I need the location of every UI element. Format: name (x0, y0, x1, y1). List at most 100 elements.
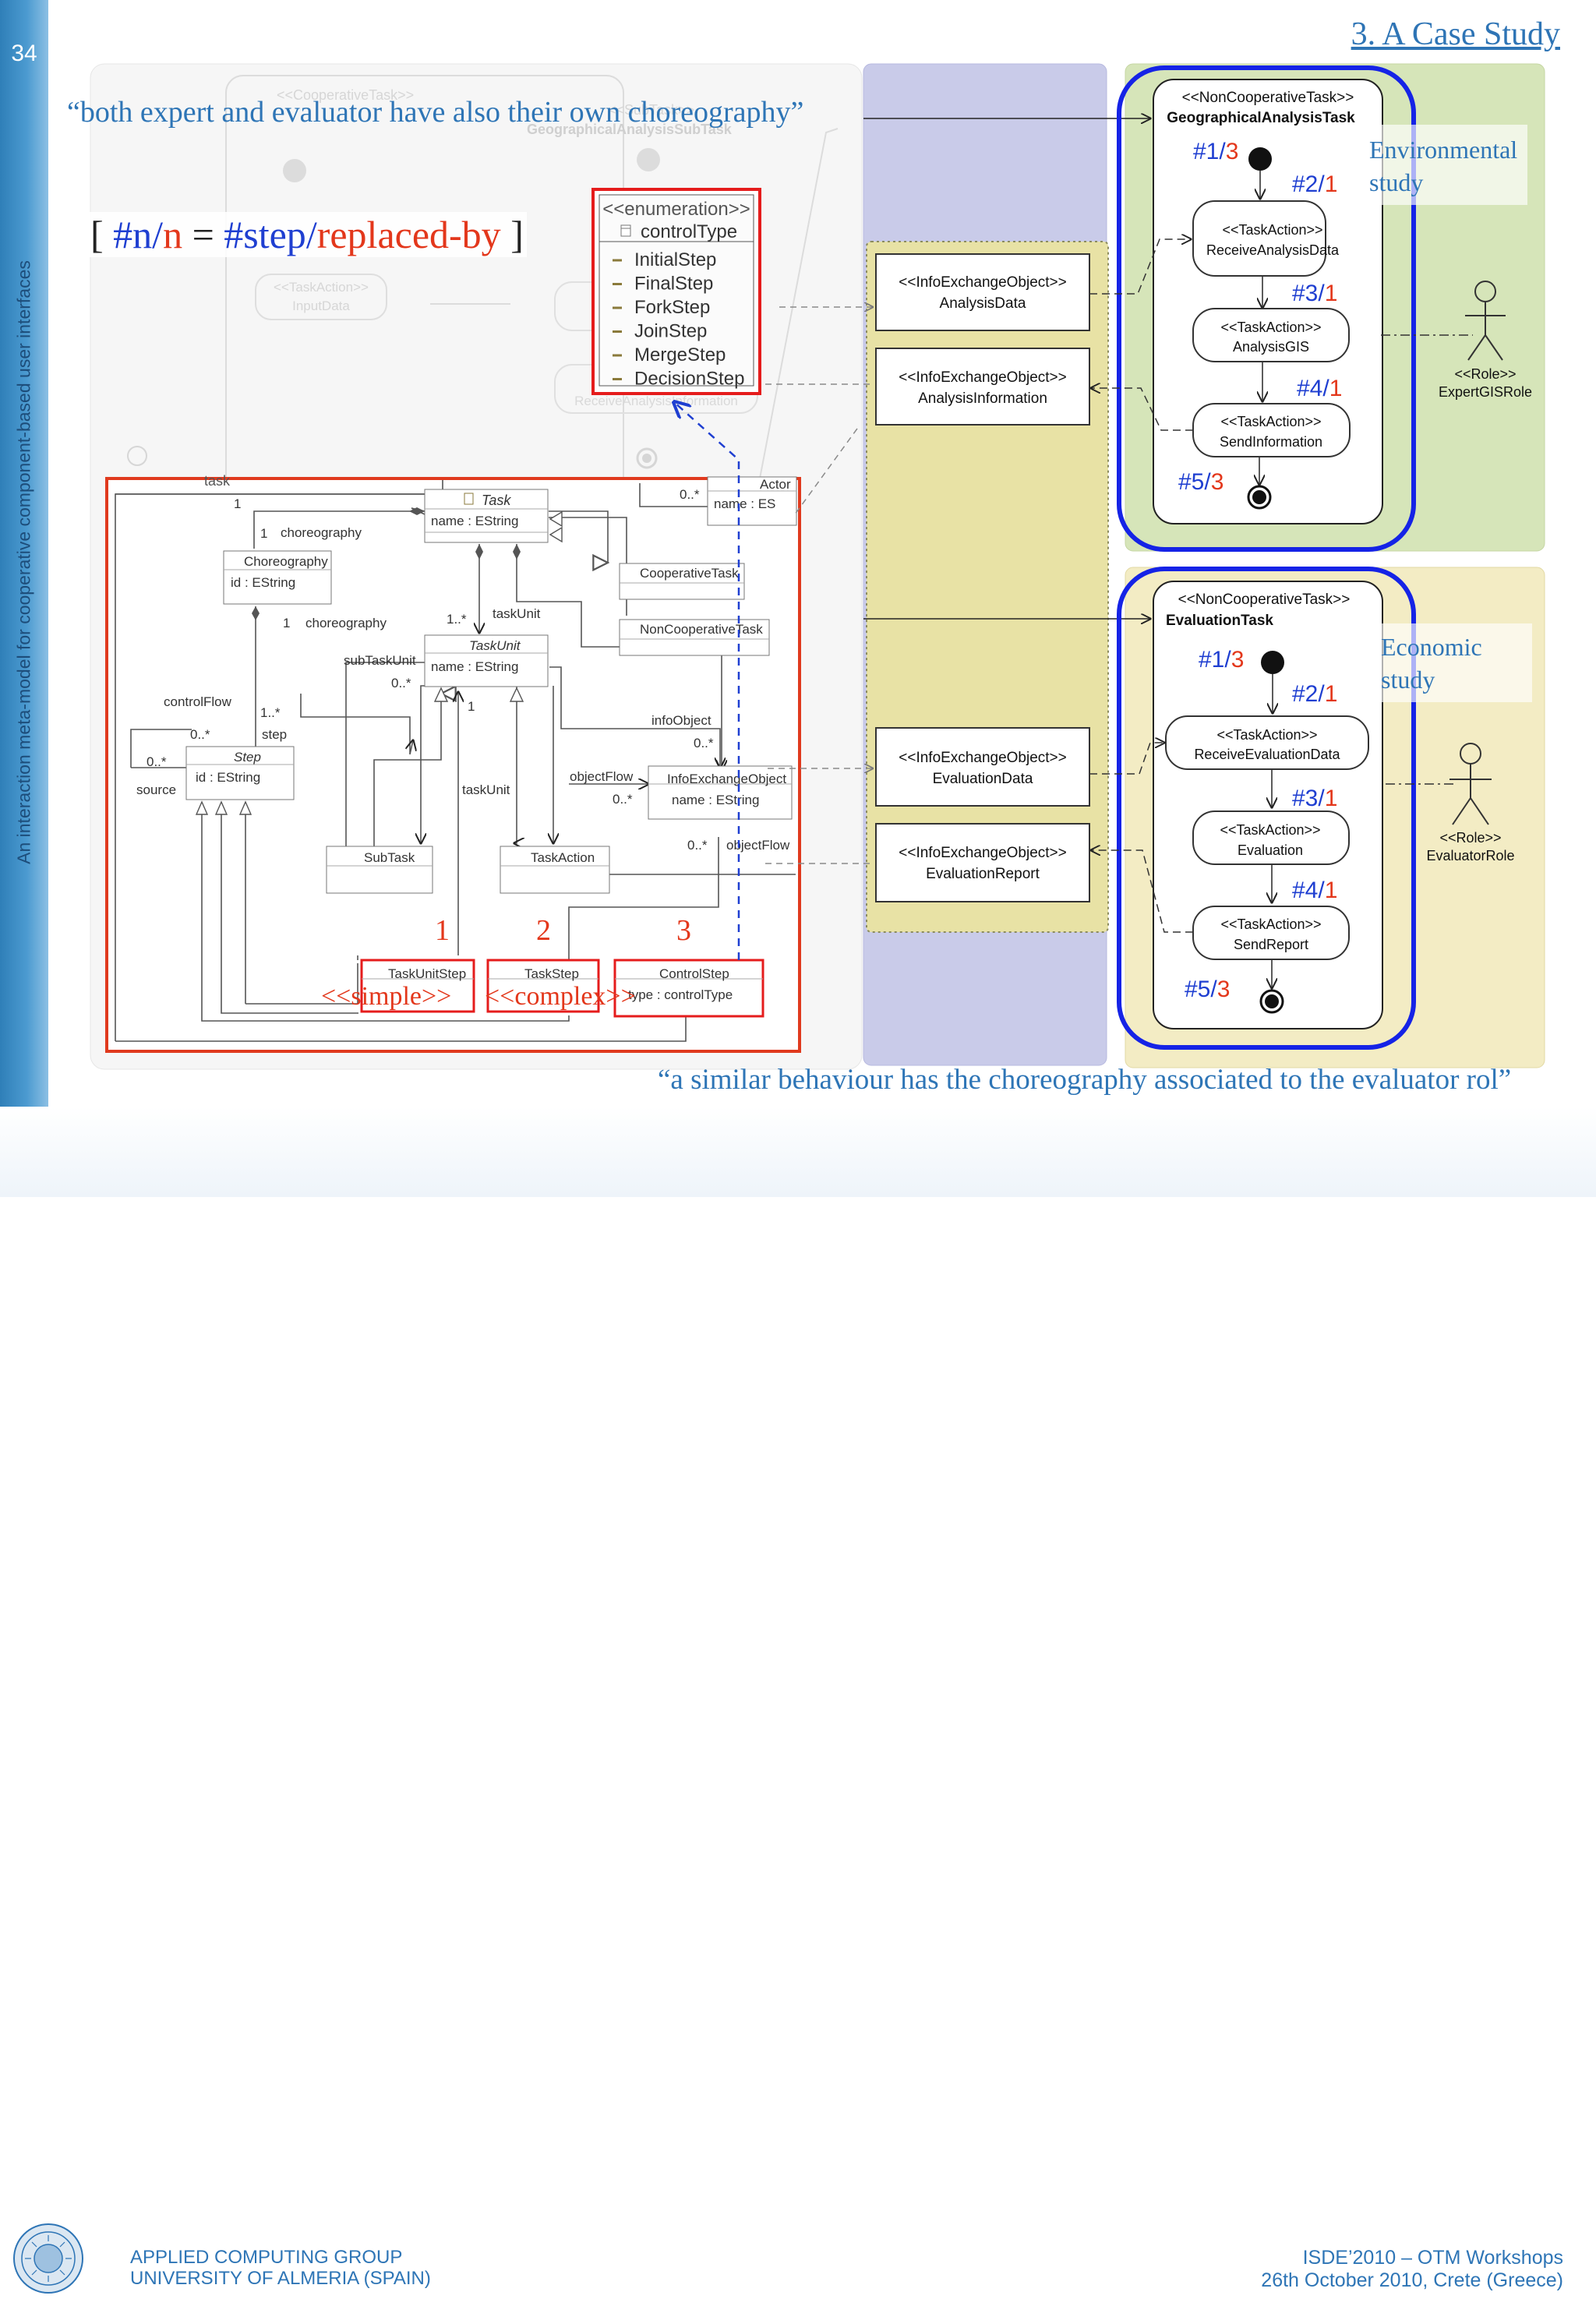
footer: APPLIED COMPUTING GROUP UNIVERSITY OF AL… (0, 1107, 1596, 2294)
label-zero-many-cf2: 0..* (147, 754, 167, 769)
footer-university: UNIVERSITY OF ALMERIA (SPAIN) (130, 2268, 431, 2289)
faded-coop-stereo: <<CooperativeTask>> (277, 87, 414, 103)
info-objects: <<InfoExchangeObject>> AnalysisData <<In… (875, 253, 1090, 902)
task-geo-study-line1: Environmental (1369, 136, 1517, 164)
geo-action-1-name: ReceiveAnalysisData (1206, 242, 1340, 258)
geo-role-stereotype: <<Role>> (1454, 366, 1516, 382)
label-one-d: 1 (468, 699, 475, 714)
number-2: 2 (536, 914, 551, 947)
slide-number: 34 (11, 41, 37, 66)
class-cooperative-task-name: CooperativeTask (640, 566, 739, 581)
faded-sub-name: GeographicalAnalysisSubTask (527, 122, 733, 137)
class-task-action: TaskAction (500, 846, 610, 894)
label-object-flow-b: objectFlow (726, 838, 790, 853)
label-one-many-tu: 1..* (447, 612, 467, 627)
eval-action-3-stereotype: <<TaskAction>> (1220, 916, 1321, 932)
class-task-unit-step-name: TaskUnitStep (388, 966, 466, 981)
label-one-b: 1 (260, 526, 267, 541)
svg-text:#4/1: #4/1 (1297, 376, 1342, 401)
university-seal-logo (13, 2223, 83, 2294)
legend-hash-n: #n (113, 213, 153, 256)
legend-bracket-open: [ (90, 213, 104, 256)
faded-input-name: InputData (292, 298, 350, 313)
footer-date-place: 26th October 2010, Crete (Greece) (1261, 2269, 1563, 2291)
faded-receive-info: ReceiveAnalysisInformation (574, 394, 738, 408)
sidebar: 34 An interaction meta-model for coopera… (0, 0, 48, 1134)
enum-literal: ForkStep (634, 297, 710, 318)
label-object-flow-a: objectFlow (570, 769, 634, 784)
legend-eq: = (192, 213, 214, 256)
class-choreography: Choreography id : EString (223, 550, 332, 605)
initial-node (1248, 147, 1272, 171)
footer-conference: ISDE’2010 – OTM Workshops (1302, 2247, 1563, 2269)
label-zero-many-actor: 0..* (680, 487, 700, 502)
svg-text:AnalysisData: AnalysisData (940, 295, 1026, 312)
enum-literal: MergeStep (634, 344, 726, 366)
number-1: 1 (435, 914, 450, 947)
eval-step-labels: #1/3 #2/1 #3/1 #4/1 #5/3 (1185, 647, 1337, 1002)
class-sub-task-name: SubTask (364, 850, 415, 865)
class-actor: Actor name : ES (707, 476, 797, 526)
task-geo-panel: <<NonCooperativeTask>> GeographicalAnaly… (1089, 65, 1532, 552)
faded-input-stereo: <<TaskAction>> (274, 280, 369, 295)
class-info-exchange-object-name: InfoExchangeObject (667, 772, 786, 786)
quote-bottom: “a similar behaviour has the choreograph… (658, 1064, 1512, 1096)
info-object-analysis-data: <<InfoExchangeObject>> AnalysisData (875, 253, 1090, 331)
label-control-flow: controlFlow (164, 694, 232, 709)
enumeration-controltype: <<enumeration>> controlType InitialStepF… (591, 188, 761, 395)
eval-role-name: EvaluatorRole (1426, 848, 1514, 863)
class-control-step: ControlStep type : controlType (613, 959, 764, 1018)
enum-icon (620, 224, 631, 237)
label-zero-many-of2: 0..* (687, 838, 708, 853)
label-zero-many-cf1: 0..* (190, 727, 210, 742)
svg-text:#1/3: #1/3 (1199, 647, 1244, 673)
class-actor-attr: name : ES (714, 496, 775, 511)
info-object-analysis-information: <<InfoExchangeObject>> AnalysisInformati… (875, 348, 1090, 426)
task-eval-study-line1: Economic (1381, 633, 1482, 661)
class-task-unit-name: TaskUnit (469, 638, 521, 653)
label-one-many-step: 1..* (260, 705, 281, 720)
label-choreography-b: choreography (305, 616, 387, 630)
task-eval-panel: <<NonCooperativeTask>> EvaluationTask Ec… (1089, 567, 1532, 1050)
eval-action-1-name: ReceiveEvaluationData (1194, 747, 1340, 762)
stereotype-complex: <<complex>> (485, 982, 636, 1011)
eval-action-1-stereotype: <<TaskAction>> (1216, 727, 1317, 743)
svg-text:#3/1: #3/1 (1292, 786, 1337, 811)
enum-literal: InitialStep (634, 249, 716, 270)
faded-dashed-links (765, 307, 873, 864)
legend-slash: / (152, 213, 164, 256)
svg-text:EvaluationData: EvaluationData (933, 771, 1033, 787)
inheritance-triangles (195, 510, 563, 815)
class-task-name: Task (482, 493, 511, 508)
task-geo-study-line2: study (1369, 168, 1423, 196)
section-title: 3. A Case Study (1351, 16, 1560, 52)
eval-action-2-name: Evaluation (1238, 842, 1303, 858)
class-task-unit-step: TaskUnitStep (360, 959, 475, 1013)
quote-top: “both expert and evaluator have also the… (67, 96, 804, 129)
legend-replaced-by: replaced-by (316, 213, 501, 256)
task-geo-stereotype: <<NonCooperativeTask>> (1182, 90, 1354, 106)
class-control-step-attr: type : controlType (628, 987, 733, 1002)
info-object-evaluation-report: <<InfoExchangeObject>> EvaluationReport (875, 823, 1090, 902)
enum-literal: FinalStep (634, 274, 713, 295)
svg-text:#3/1: #3/1 (1292, 281, 1337, 306)
enum-stereotype: <<enumeration>> (602, 199, 750, 220)
label-source: source (136, 782, 176, 797)
faded-sub-stereo: <<SubTask>> (608, 102, 694, 118)
class-step: Step id : EString (185, 746, 295, 800)
label-choreography-a: choreography (281, 525, 362, 540)
svg-text:#4/1: #4/1 (1292, 878, 1337, 903)
label-zero-many-tu: 0..* (391, 676, 411, 690)
class-step-name: Step (234, 750, 261, 765)
geo-action-2-stereotype: <<TaskAction>> (1220, 320, 1321, 335)
svg-text:#1/3: #1/3 (1193, 139, 1238, 164)
label-task-unit-b: taskUnit (462, 782, 510, 797)
geo-action-2-name: AnalysisGIS (1233, 339, 1309, 355)
svg-text:<<InfoExchangeObject>>: <<InfoExchangeObject>> (899, 369, 1067, 386)
info-object-evaluation-data: <<InfoExchangeObject>> EvaluationData (875, 727, 1090, 807)
svg-text:#2/1: #2/1 (1292, 171, 1337, 197)
metamodel-labels: 1 1 choreography 1 choreography 0..* 1..… (136, 487, 790, 853)
geo-action-1-stereotype: <<TaskAction>> (1222, 222, 1322, 238)
eval-role-stereotype: <<Role>> (1439, 830, 1501, 846)
class-task-step-name: TaskStep (524, 966, 579, 981)
